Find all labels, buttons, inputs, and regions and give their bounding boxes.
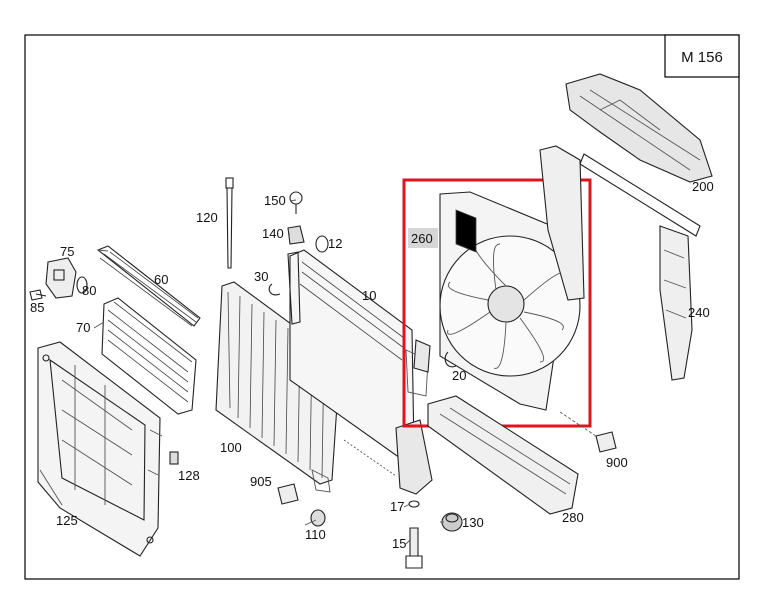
part-10-radiator[interactable]: [287, 249, 433, 495]
label-200: 200: [692, 179, 714, 194]
label-150: 150: [264, 193, 286, 208]
label-20: 20: [452, 368, 466, 383]
part-200-upper-air-guide[interactable]: [565, 73, 713, 237]
label-70: 70: [76, 320, 90, 335]
part-100-condenser[interactable]: [215, 281, 341, 493]
label-30: 30: [254, 269, 268, 284]
label-100: 100: [220, 440, 242, 455]
part-85-screw[interactable]: [29, 289, 47, 301]
diagram-code: M 156: [681, 49, 723, 66]
label-260: 260: [411, 231, 433, 246]
part-140-clip[interactable]: [287, 225, 305, 245]
part-75-bracket[interactable]: [45, 257, 77, 299]
label-80: 80: [82, 283, 96, 298]
label-900: 900: [606, 455, 628, 470]
label-85: 85: [30, 300, 44, 315]
part-60-auxiliary-cooler[interactable]: [96, 245, 201, 327]
label-110: 110: [305, 527, 326, 542]
part-30-clip[interactable]: [268, 283, 281, 296]
label-240: 240: [688, 305, 710, 320]
diagram-code-box: [664, 34, 740, 78]
label-10: 10: [362, 288, 376, 303]
label-120: 120: [196, 210, 218, 225]
part-125-front-carrier[interactable]: [37, 341, 163, 557]
part-70-cooler[interactable]: [101, 297, 197, 415]
part-900-mount[interactable]: [559, 411, 617, 453]
label-60: 60: [154, 272, 168, 287]
part-280-air-duct[interactable]: [427, 395, 579, 515]
label-130: 130: [462, 515, 484, 530]
label-260-background: [408, 228, 438, 248]
part-128-clip[interactable]: [169, 451, 179, 465]
part-80-seal-ring[interactable]: [76, 276, 88, 294]
part-240-side-air-guide[interactable]: [539, 145, 693, 381]
part-150-screw[interactable]: [289, 191, 303, 214]
label-125: 125: [56, 513, 78, 528]
label-128: 128: [178, 468, 200, 483]
part-20-clip[interactable]: [444, 351, 457, 368]
part-130-cap[interactable]: [441, 512, 463, 532]
part-15-drain-plug[interactable]: [405, 527, 423, 569]
label-140: 140: [262, 226, 284, 241]
part-905-rubber-mount[interactable]: [277, 483, 299, 505]
part-120-rod[interactable]: [225, 177, 234, 269]
label-12: 12: [328, 236, 342, 251]
label-15: 15: [392, 536, 406, 551]
label-905: 905: [250, 474, 272, 489]
label-75: 75: [60, 244, 74, 259]
part-110-mount[interactable]: [310, 509, 326, 527]
label-280: 280: [562, 510, 584, 525]
label-17: 17: [390, 499, 404, 514]
leader-lines: [93, 199, 444, 545]
part-260-fan-shroud[interactable]: [413, 191, 581, 411]
part-12-o-ring[interactable]: [315, 235, 329, 253]
